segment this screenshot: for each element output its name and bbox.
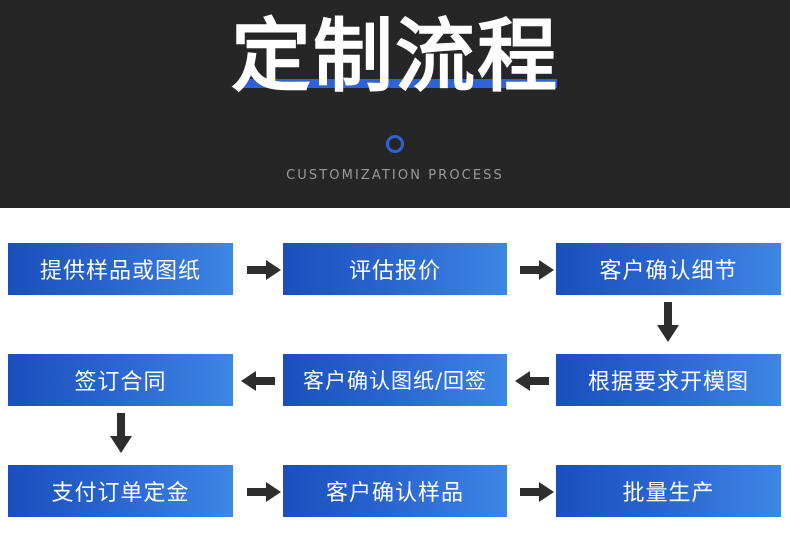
title-inline: 定制流程 <box>231 13 559 100</box>
header-band: 定制流程 CUSTOMIZATION PROCESS <box>0 0 790 208</box>
arrow-right-icon <box>246 482 282 502</box>
flow-step-box: 批量生产 <box>556 465 781 517</box>
process-flow: 提供样品或图纸 评估报价 客户确认细节 签订合同 客户确认图纸/回签 <box>0 208 790 546</box>
arrow-right-icon <box>519 260 555 280</box>
circle-outline-icon <box>386 135 404 153</box>
flow-step-box: 根据要求开模图 <box>556 354 781 406</box>
flow-step-box: 客户确认细节 <box>556 243 781 295</box>
flow-step-box: 客户确认图纸/回签 <box>283 354 507 406</box>
page-title-wrap: 定制流程 <box>0 13 790 100</box>
flow-step-box: 提供样品或图纸 <box>8 243 233 295</box>
flow-step-box: 签订合同 <box>8 354 233 406</box>
title-underline-bar <box>239 79 557 89</box>
flow-step-box: 客户确认样品 <box>283 465 507 517</box>
page-subtitle: CUSTOMIZATION PROCESS <box>286 168 504 183</box>
arrow-left-icon <box>240 371 276 391</box>
flow-step-box: 支付订单定金 <box>8 465 233 517</box>
flow-step-box: 评估报价 <box>283 243 507 295</box>
arrow-left-icon <box>514 371 550 391</box>
arrow-right-icon <box>519 482 555 502</box>
arrow-down-icon <box>108 413 134 453</box>
page-title: 定制流程 <box>231 10 559 103</box>
arrow-down-icon <box>655 302 681 342</box>
arrow-right-icon <box>246 260 282 280</box>
